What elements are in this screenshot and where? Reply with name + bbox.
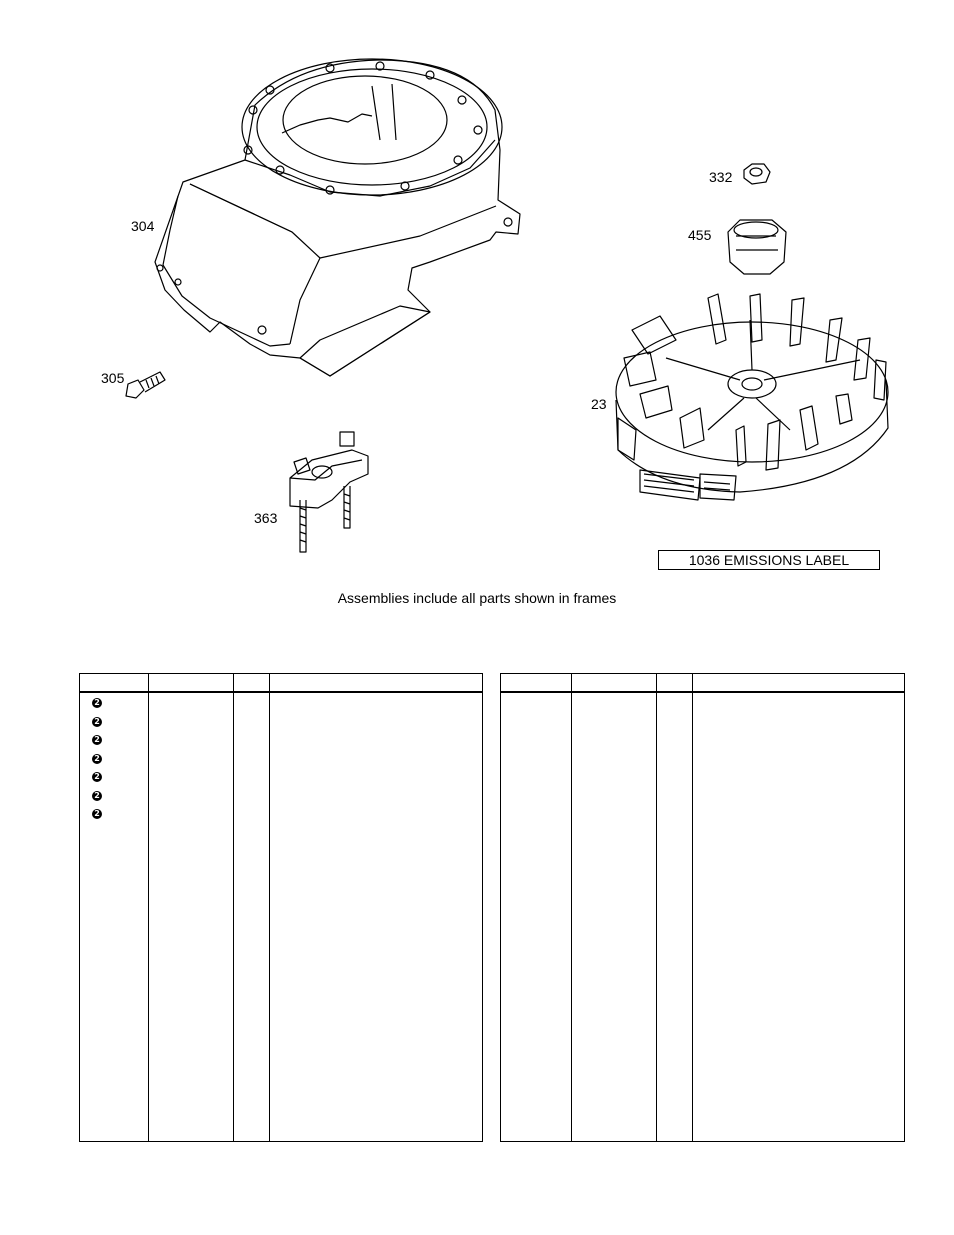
table-row: [79, 822, 483, 1142]
callout-23: 23: [591, 396, 607, 412]
callout-332: 332: [709, 169, 733, 185]
table-row: 2: [79, 711, 483, 730]
nut-drawing: [743, 163, 771, 185]
table-row: [500, 804, 905, 823]
screw-drawing: [125, 371, 166, 399]
callout-455: 455: [688, 227, 712, 243]
table-row: [500, 692, 905, 712]
parts-table-right: [500, 673, 905, 1142]
bullet-marker: 2: [92, 753, 102, 764]
bullet-marker: 2: [92, 790, 102, 801]
assemblies-caption: Assemblies include all parts shown in fr…: [337, 590, 617, 606]
table-row: [500, 748, 905, 767]
parts-table-left: 2 2 2 2 2 2 2: [79, 673, 483, 1142]
emissions-label-box: 1036 EMISSIONS LABEL: [658, 550, 880, 570]
table-row: 2: [79, 748, 483, 767]
bullet-marker: 2: [92, 716, 102, 727]
table-row: [500, 767, 905, 786]
bracket-drawing: [289, 431, 369, 553]
flywheel-drawing: [615, 293, 889, 501]
bullet-marker: 2: [92, 698, 102, 709]
table-row: [500, 785, 905, 804]
table-row: 2: [79, 730, 483, 749]
callout-363: 363: [254, 510, 278, 526]
clutch-drawing: [727, 219, 787, 275]
table-row: [500, 711, 905, 730]
table-row: 2: [79, 804, 483, 823]
table-row: [500, 822, 905, 1142]
table-header-row: [500, 673, 905, 693]
blower-housing-drawing: [154, 58, 521, 377]
bullet-marker: 2: [92, 772, 102, 783]
table-row: 2: [79, 785, 483, 804]
callout-305: 305: [101, 370, 125, 386]
table-header-row: [79, 673, 483, 693]
bullet-marker: 2: [92, 735, 102, 746]
bullet-marker: 2: [92, 809, 102, 820]
callout-304: 304: [131, 218, 155, 234]
table-row: 2: [79, 692, 483, 712]
table-row: [500, 730, 905, 749]
table-row: 2: [79, 767, 483, 786]
